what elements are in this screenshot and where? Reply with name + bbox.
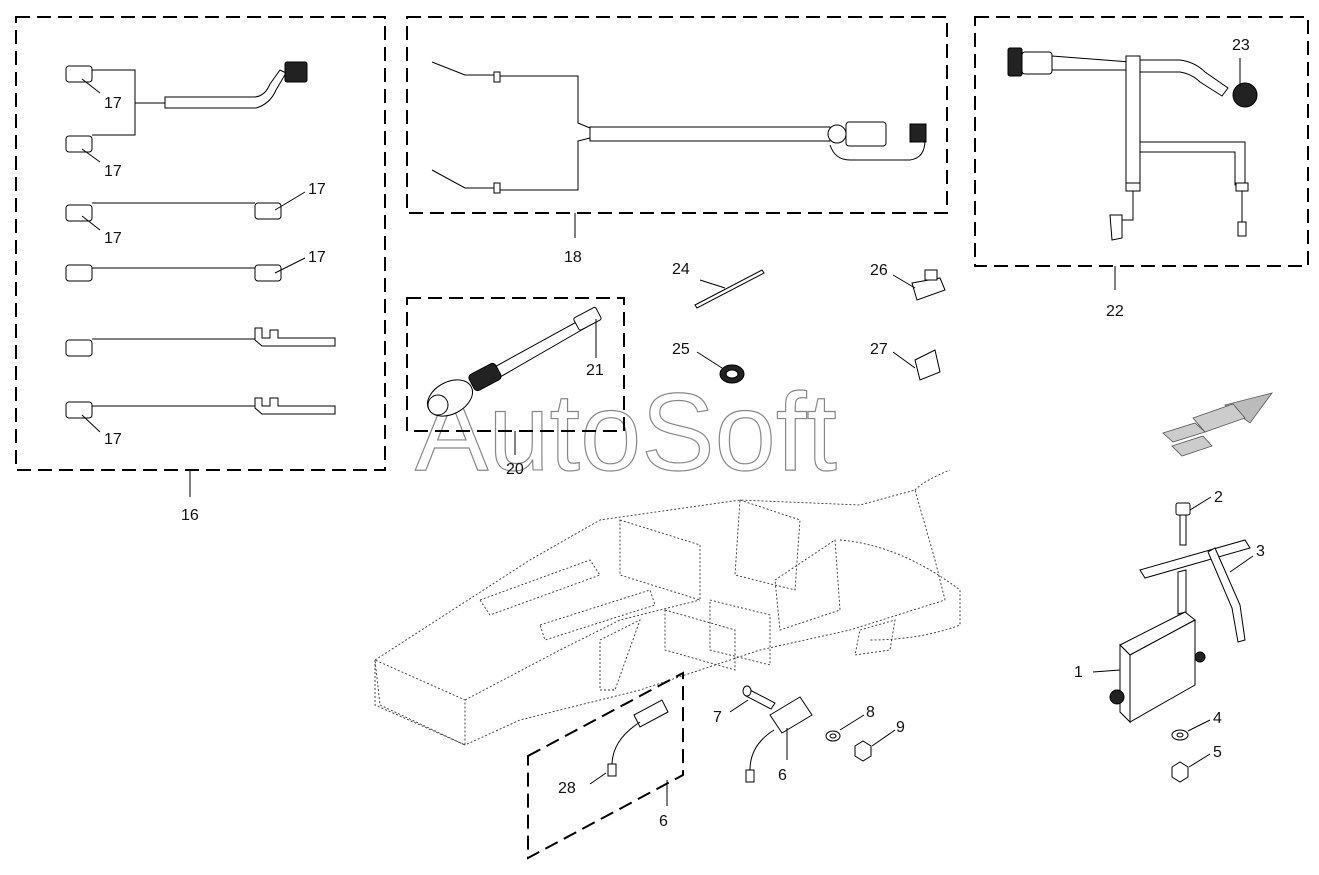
callout-17-f: 17 [104,431,122,448]
watermark: AutoSoft [415,371,837,494]
direction-arrow [1162,392,1273,457]
callout-21: 21 [586,362,604,379]
group-22-box [974,16,1309,267]
callout-17-b: 17 [104,163,122,180]
nut-9: 9 [854,719,905,762]
callout-22: 22 [1106,303,1124,320]
washer-8: 8 [825,704,875,742]
bolt-7: 7 [713,685,776,726]
fuse: 27 [870,341,941,381]
nut-5: 5 [1171,744,1222,783]
speed-sensor: 6 [745,696,813,784]
callout-24: 24 [672,261,690,278]
group-16-box [15,16,386,471]
callout-4: 4 [1213,710,1222,727]
fuse-holder: 26 [870,262,946,301]
harness-adapter [65,61,308,153]
group-18-harness: 18 [406,16,948,266]
group-22-harness: 23 22 [974,16,1309,320]
wire-terminal-2 [65,397,336,419]
group-6-sensor: 28 6 [527,671,684,860]
callout-2: 2 [1214,489,1223,506]
callout-23: 23 [1232,37,1250,54]
callout-18: 18 [564,249,582,266]
cable-tie: 24 [672,261,765,309]
callout-7: 7 [713,709,722,726]
group-20-cable: 21 20 [406,297,625,478]
callout-3: 3 [1256,543,1265,560]
callout-1: 1 [1074,664,1083,681]
callout-17-e: 17 [308,249,326,266]
grommet: 25 [672,341,745,384]
callout-17-d: 17 [308,181,326,198]
callout-9: 9 [896,719,905,736]
wire-jumper-1 [65,202,282,222]
callout-20: 20 [506,461,524,478]
callout-26: 26 [870,262,888,279]
screw-2: 2 [1175,489,1223,546]
group-18-box [406,16,948,214]
washer-4: 4 [1171,710,1222,741]
wire-jumper-2 [65,264,282,282]
callout-5: 5 [1213,744,1222,761]
tractor-frame [374,469,961,746]
callout-17-c: 17 [104,230,122,247]
callout-6-a: 6 [778,767,787,784]
group-16-connector-kit: 17 17 17 17 17 17 16 [15,16,386,524]
wire-terminal-1 [65,327,336,357]
control-unit: 1 3 [1074,539,1265,724]
group-20-box [406,297,625,432]
callout-17-a: 17 [104,95,122,112]
callout-8: 8 [866,704,875,721]
callout-28: 28 [558,780,576,797]
callout-6-b: 6 [659,813,668,830]
callout-27: 27 [870,341,888,358]
callout-16: 16 [181,507,199,524]
callout-25: 25 [672,341,690,358]
